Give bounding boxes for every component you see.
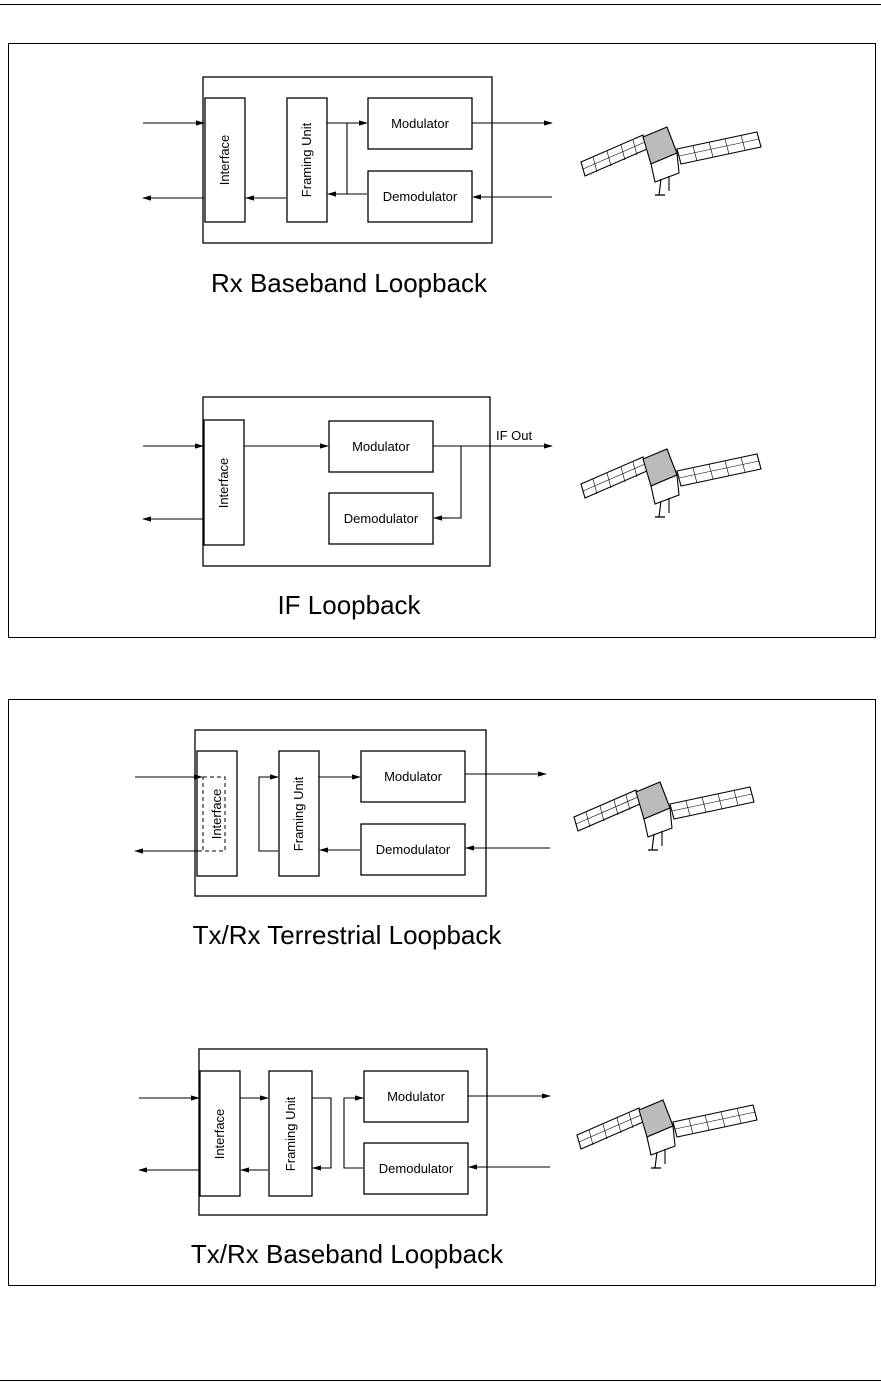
txrx-baseband-modem-loop-line bbox=[343, 1097, 363, 1169]
if-out-label: IF Out bbox=[496, 428, 533, 443]
rx-baseband-modulator-label: Modulator bbox=[391, 116, 449, 131]
rx-baseband-diagram: Interface Framing Unit Modulator Demodul… bbox=[142, 76, 762, 298]
if-loopback-modulator-box bbox=[328, 420, 434, 473]
if-loopback-demodulator-box bbox=[328, 492, 434, 545]
rx-baseband-interface-label: Interface bbox=[217, 135, 232, 186]
if-loopback-loop-line bbox=[449, 446, 462, 519]
rx-baseband-framing-label: Framing Unit bbox=[299, 122, 314, 197]
terrestrial-interface-label: Interface bbox=[209, 789, 224, 840]
terrestrial-caption: Tx/Rx Terrestrial Loopback bbox=[193, 920, 503, 950]
figure-panel-bottom: Interface Framing Unit Modulator Demodul… bbox=[8, 699, 876, 1286]
txrx-baseband-framing-loop-line bbox=[312, 1097, 332, 1169]
rx-baseband-framing-box bbox=[286, 97, 328, 223]
if-loopback-interface-label: Interface bbox=[216, 458, 231, 509]
if-loopback-diagram: Interface Modulator Demodulator IF Out I… bbox=[142, 396, 762, 620]
terrestrial-modulator-box bbox=[360, 750, 466, 803]
txrx-baseband-caption: Tx/Rx Baseband Loopback bbox=[191, 1239, 504, 1269]
txrx-baseband-demodulator-box bbox=[363, 1142, 469, 1195]
txrx-baseband-modulator-label: Modulator bbox=[387, 1089, 445, 1104]
rx-baseband-interface-box bbox=[204, 97, 246, 223]
terrestrial-framing-loop-line bbox=[258, 776, 278, 852]
txrx-baseband-interface-box bbox=[199, 1070, 241, 1197]
txrx-baseband-demodulator-label: Demodulator bbox=[379, 1161, 454, 1176]
if-loopback-demodulator-label: Demodulator bbox=[344, 511, 419, 526]
rx-baseband-demodulator-label: Demodulator bbox=[383, 189, 458, 204]
top-rule bbox=[0, 4, 881, 5]
satellite-icon bbox=[573, 781, 755, 851]
if-loopback-interface-box bbox=[203, 419, 245, 546]
figure-top-diagram: Interface Framing Unit Modulator Demodul… bbox=[142, 76, 762, 620]
satellite-icon bbox=[576, 1099, 758, 1169]
terrestrial-modulator-label: Modulator bbox=[384, 769, 442, 784]
if-loopback-modulator-label: Modulator bbox=[352, 439, 410, 454]
figure-bottom-diagram: Interface Framing Unit Modulator Demodul… bbox=[134, 729, 758, 1269]
terrestrial-interface-dashed-loop bbox=[202, 776, 226, 852]
if-loopback-caption: IF Loopback bbox=[277, 590, 421, 620]
satellite-icon bbox=[580, 448, 762, 518]
rx-baseband-demodulator-box bbox=[367, 170, 473, 223]
terrestrial-loopback-diagram: Interface Framing Unit Modulator Demodul… bbox=[134, 729, 755, 950]
terrestrial-interface-box bbox=[196, 750, 238, 877]
txrx-baseband-framing-box bbox=[268, 1070, 313, 1197]
figure-panel-top: Interface Framing Unit Modulator Demodul… bbox=[8, 43, 876, 638]
txrx-baseband-interface-label: Interface bbox=[212, 1109, 227, 1160]
txrx-baseband-framing-label: Framing Unit bbox=[283, 1096, 298, 1171]
terrestrial-framing-label: Framing Unit bbox=[291, 776, 306, 851]
satellite-icon bbox=[580, 126, 762, 196]
terrestrial-demodulator-label: Demodulator bbox=[376, 842, 451, 857]
terrestrial-demodulator-box bbox=[360, 823, 466, 876]
bottom-rule bbox=[0, 1380, 881, 1381]
txrx-baseband-diagram: Interface Framing Unit Modulator Demodul… bbox=[138, 1048, 758, 1269]
terrestrial-framing-box bbox=[278, 750, 320, 877]
rx-baseband-caption: Rx Baseband Loopback bbox=[211, 268, 488, 298]
